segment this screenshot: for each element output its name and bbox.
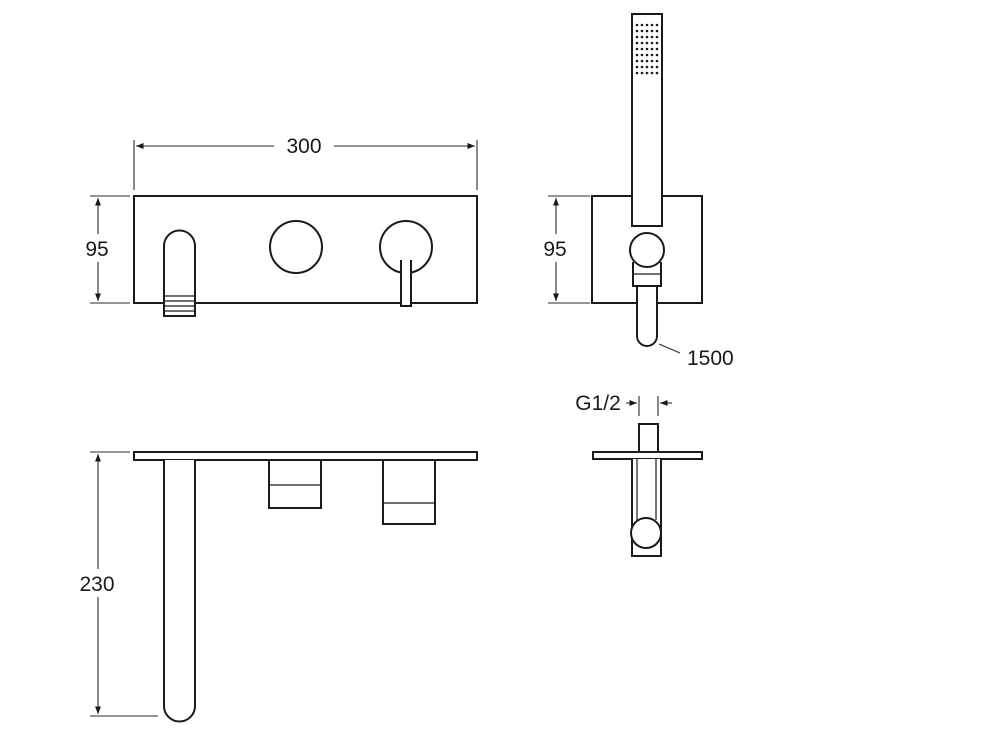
dimension-label-95-side: 95 xyxy=(543,238,566,261)
dimension-230: 230 xyxy=(72,451,158,717)
spout-top xyxy=(163,460,196,723)
diverter-knob-front xyxy=(269,220,323,274)
front-view: 300 95 xyxy=(78,135,478,317)
hose xyxy=(636,277,658,347)
outlet-body xyxy=(630,459,662,557)
top-view: 230 xyxy=(72,451,478,723)
wall-plate-top xyxy=(133,451,478,461)
dimension-label-230: 230 xyxy=(79,573,114,596)
wall-plate-outlet xyxy=(592,451,703,460)
dimension-95-side: 95 xyxy=(536,195,590,304)
dimension-label-95-front: 95 xyxy=(85,238,108,261)
shower-holder xyxy=(629,232,665,287)
dimension-95-front: 95 xyxy=(78,195,130,304)
hand-shower xyxy=(631,13,663,227)
side-view: 95 xyxy=(536,13,734,370)
mixer-handle-top xyxy=(382,459,436,525)
dimension-label-1500: 1500 xyxy=(687,347,734,370)
diverter-knob-top xyxy=(268,459,322,509)
spout-front xyxy=(163,229,196,317)
mixer-handle-front xyxy=(379,220,433,307)
dimension-g12: G1/2 xyxy=(575,392,672,416)
wall-plate-front xyxy=(133,195,478,304)
dimension-label-300: 300 xyxy=(286,135,321,158)
outlet-section: G1/2 xyxy=(575,392,703,557)
dimension-label-g12: G1/2 xyxy=(575,392,621,415)
dimension-300: 300 xyxy=(133,135,478,190)
thread-connector xyxy=(638,423,659,453)
